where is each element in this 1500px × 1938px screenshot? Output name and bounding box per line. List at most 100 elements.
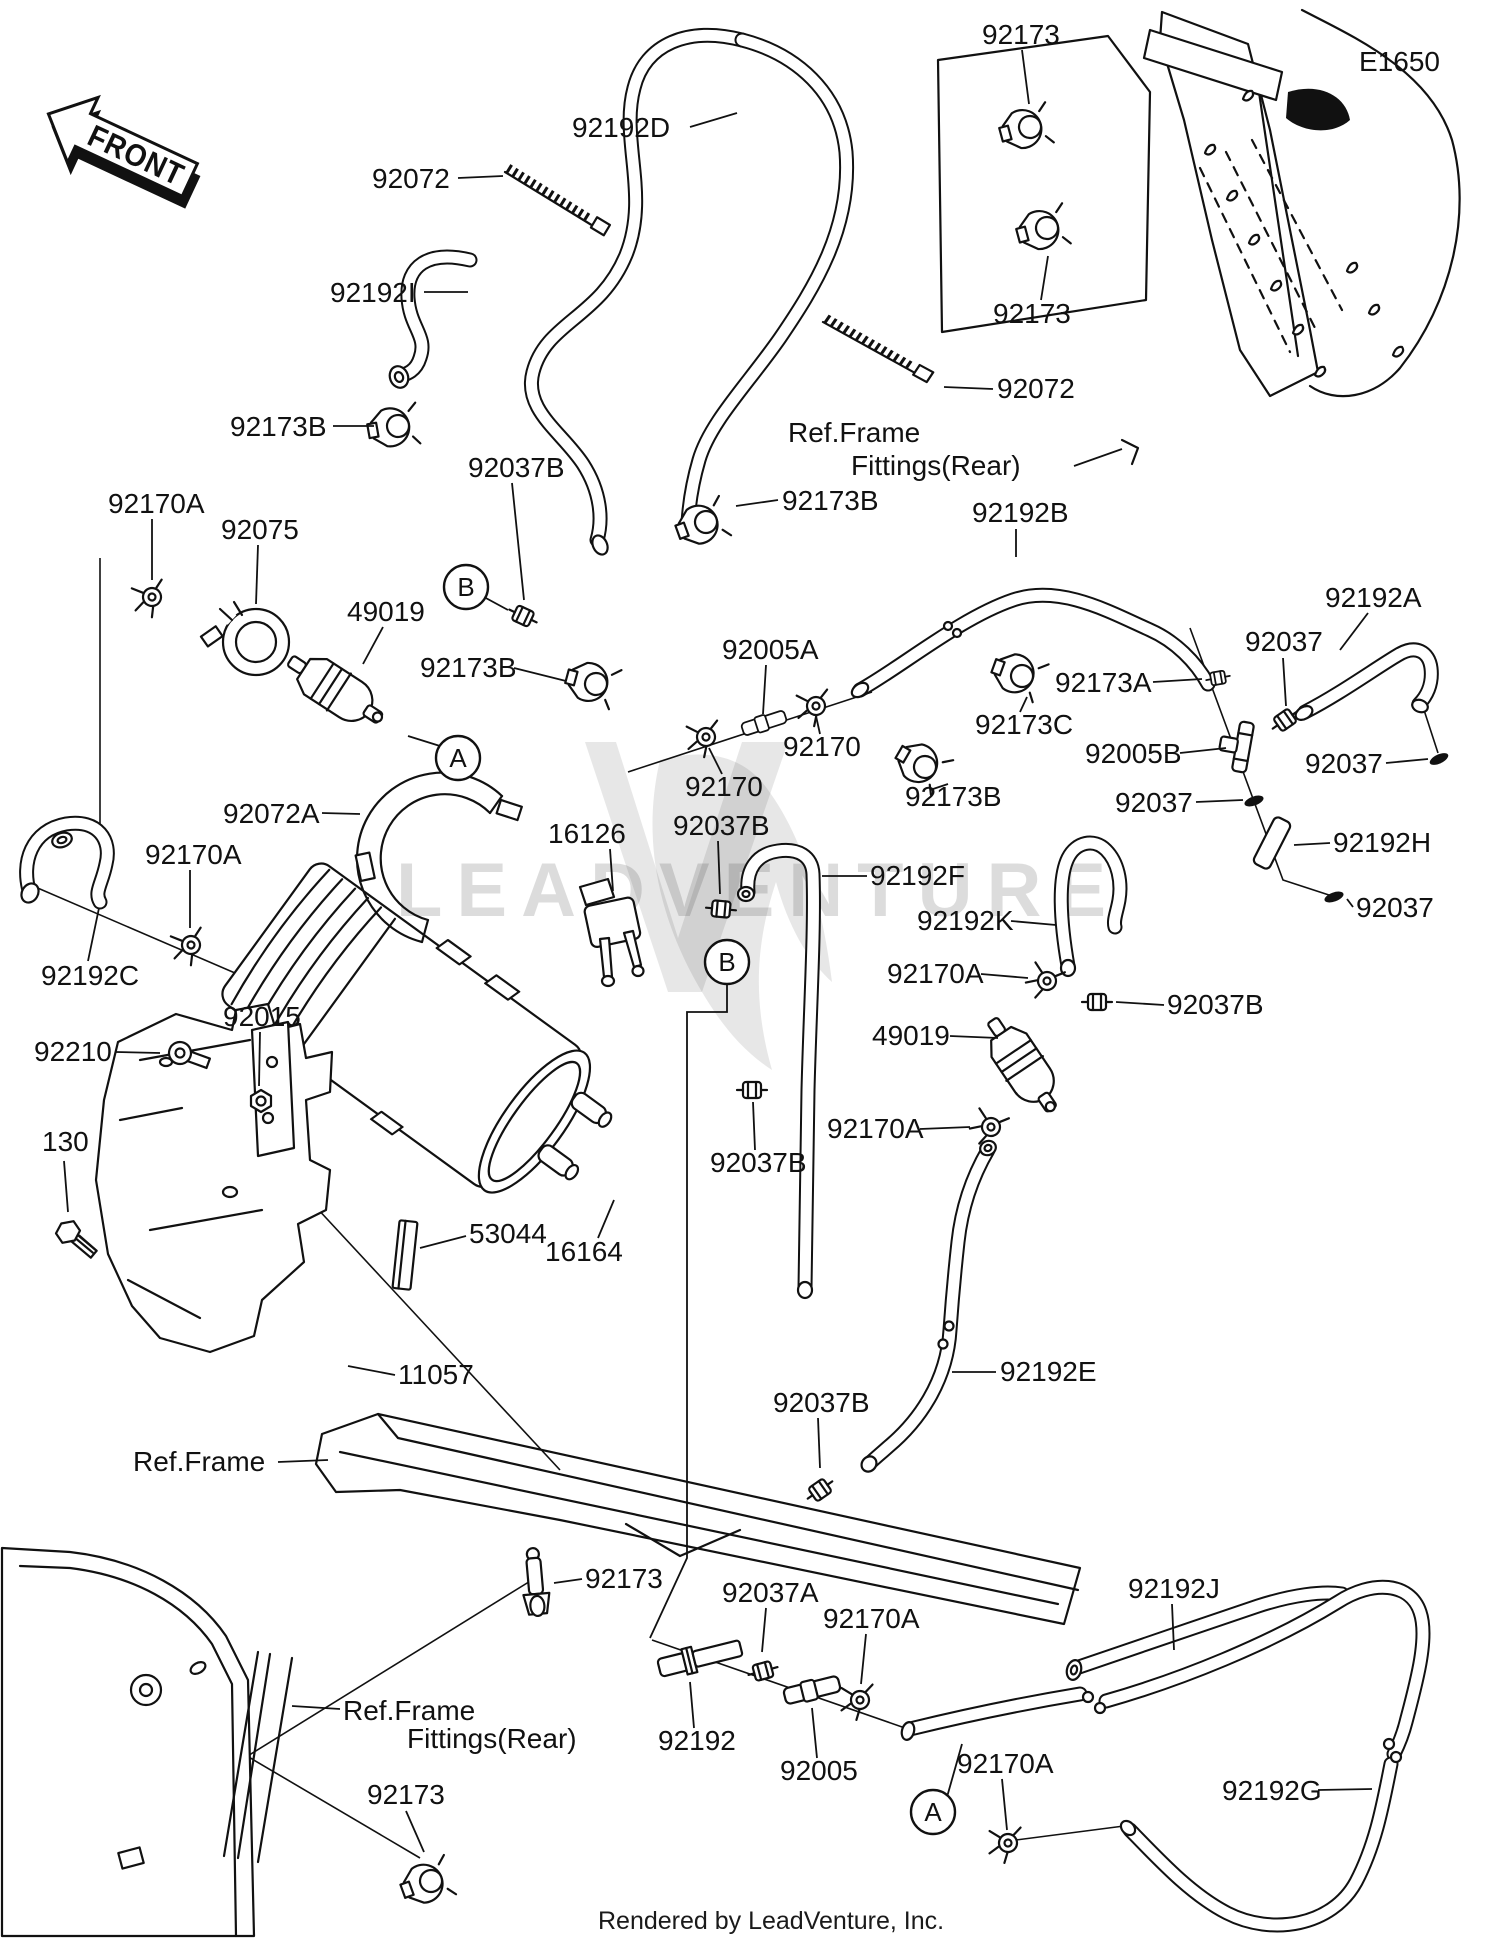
purge-valve-16126 [578,877,645,988]
leader-92037-2 [1385,758,1429,764]
leader-53044 [419,1235,467,1249]
pad-53044 [391,1219,419,1291]
leader-92072A [321,812,361,815]
leader-92192D [689,112,738,128]
frame-rail [314,1412,1082,1626]
leader-lines [63,49,1429,1853]
damper-92075 [199,600,291,677]
part-label-92037B-3: 92037B [1167,989,1264,1020]
part-label-92075: 92075 [221,514,299,545]
part-label-92037-1: 92037 [1245,626,1323,657]
part-label-92173B-3: 92173B [420,652,517,683]
leader-11057 [347,1365,396,1376]
leader-ref-frame-bot-2 [291,1705,341,1710]
part-label-92037-3: 92037 [1115,787,1193,818]
leader-92192 [689,1681,695,1729]
part-label-92173-4: 92173 [367,1779,445,1810]
leader-92173A [1152,678,1203,683]
part-label-49019-1: 49019 [347,596,425,627]
footer-credit: Rendered by LeadVenture, Inc. [598,1907,944,1935]
part-label-92173A: 92173A [1055,667,1152,698]
part-label-92037B-1: 92037B [468,452,565,483]
part-label-92072-1: 92072 [372,163,450,194]
part-label-E1650: E1650 [1359,46,1440,77]
leader-92192A [1339,612,1369,651]
part-label-92192A: 92192A [1325,582,1422,613]
callout-circle-A-3 [909,1788,957,1836]
leader-92192G [1317,1788,1373,1791]
part-label-92015: 92015 [223,1001,301,1032]
part-label-92192G: 92192G [1222,1775,1322,1806]
part-label-92170A-2: 92170A [145,839,242,870]
leader-92037B-1 [511,482,525,601]
leader-92192C [87,907,100,962]
part-label-92192K: 92192K [917,905,1014,936]
leader-92005B [1179,747,1227,754]
leader-92005A [762,664,767,715]
callout-letter-B-2: B [718,947,735,977]
leader-92173C [1019,696,1028,713]
part-label-92170A-1: 92170A [108,488,205,519]
part-label-92005: 92005 [780,1755,858,1786]
callout-line-B-2 [649,984,728,1639]
leader-92192J [1171,1603,1175,1651]
leader-92072-1 [457,175,504,179]
part-label-92072A: 92072A [223,798,320,829]
part-label-92192F: 92192F [870,860,965,891]
part-label-92005B: 92005B [1085,738,1182,769]
part-label-ref-frame-bot-2: Fittings(Rear) [407,1723,577,1754]
part-label-92192: 92192 [658,1725,736,1756]
part-label-16164: 16164 [545,1236,623,1267]
leader-92173B-4 [932,783,949,790]
leader-92037-1 [1282,657,1287,707]
leader-92210 [115,1051,161,1054]
part-label-92192J: 92192J [1128,1573,1220,1604]
leader-130 [63,1160,69,1213]
part-label-92192E: 92192E [1000,1356,1097,1387]
leader-92192H [1293,842,1331,846]
leader-92037-3 [1195,799,1244,803]
part-label-92037-4: 92037 [1356,892,1434,923]
leader-16126 [609,848,614,892]
leader-49019-1 [362,626,384,665]
part-label-ref-frame-top-2: Fittings(Rear) [851,450,1021,481]
panel-bottom-left [0,1546,294,1938]
nut-92015 [249,1088,273,1114]
callout-line-A-3 [946,1743,963,1798]
part-label-92170-2: 92170 [685,771,763,802]
part-label-92173-1: 92173 [982,19,1060,50]
leader-92015 [258,1031,261,1087]
part-label-92173C: 92173C [975,709,1073,740]
part-label-92037-2: 92037 [1305,748,1383,779]
leader-92173-3 [553,1578,583,1584]
front-arrow: FRONT [46,94,201,209]
callout-letter-A-0: A [449,743,467,773]
callout-line-B-1 [483,596,509,611]
leader-92173-2 [1040,255,1049,301]
part-label-92173B-4: 92173B [905,781,1002,812]
bracket-11057 [94,1002,334,1354]
fitting-92192 [656,1639,744,1678]
part-label-92072-2: 92072 [997,373,1075,404]
part-label-11057: 11057 [398,1359,474,1390]
part-label-16126: 16126 [548,818,626,849]
part-label-92192B: 92192B [972,497,1069,528]
leader-ref-frame-mid [277,1459,329,1463]
part-label-49019-2: 49019 [872,1020,950,1051]
leader-92170-2 [708,747,723,775]
part-label-92037B-5: 92037B [773,1387,870,1418]
watermark-logo [585,742,832,1070]
hose-ends [20,365,1429,1837]
part-label-92170A-3: 92170A [887,958,984,989]
part-label-92192C: 92192C [41,960,139,991]
part-label-92037A: 92037A [722,1577,819,1608]
part-label-92170A-5: 92170A [823,1603,920,1634]
part-label-92173B-1: 92173B [230,411,327,442]
leader-92170A-6 [1001,1778,1008,1831]
frame-panel-top-right [936,8,1461,466]
leader-92037B-2 [717,840,721,895]
hoses [19,27,1439,1933]
